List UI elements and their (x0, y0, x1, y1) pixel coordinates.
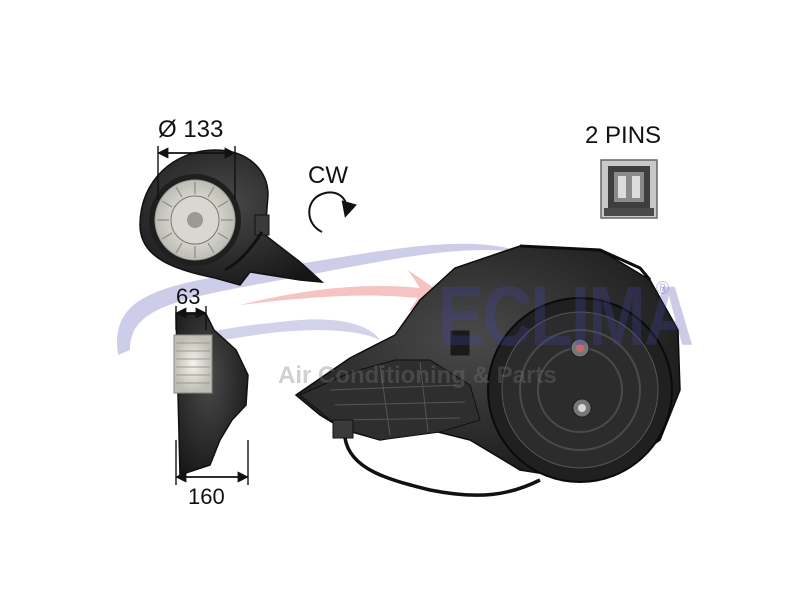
blower-main-view (294, 244, 681, 497)
clockwise-arrow-icon (308, 191, 357, 233)
blower-side-view (173, 313, 249, 477)
watermark-registered: ® (656, 278, 670, 298)
diameter-label: Ø 133 (158, 116, 224, 143)
pins-label: 2 PINS (585, 122, 662, 149)
connector-image (600, 159, 658, 219)
watermark-swoosh (117, 243, 530, 355)
watermark-tagline: Air Conditioning & Parts (278, 362, 557, 389)
width-label: 160 (188, 484, 225, 509)
rotation-label: CW (308, 162, 348, 189)
diameter-dimension (157, 146, 236, 200)
watermark-brand: ECLIMA (438, 269, 694, 363)
depth-dimension (175, 306, 207, 330)
depth-label: 63 (176, 284, 201, 309)
width-dimension (175, 440, 249, 485)
blower-front-view (139, 149, 325, 286)
